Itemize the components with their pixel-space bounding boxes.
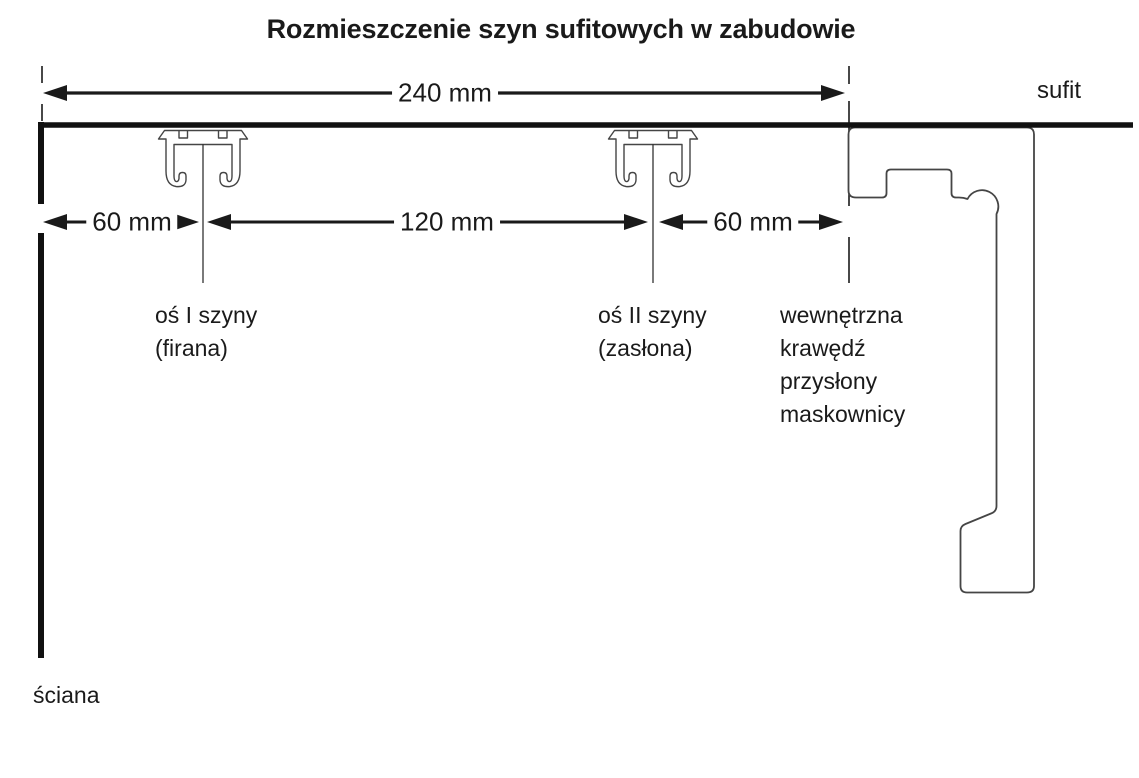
mask-edge-label-line4: maskownicy xyxy=(780,401,906,427)
rail-1-notch xyxy=(217,130,228,139)
rail-1-label-line1: oś I szyny xyxy=(155,302,258,328)
arrowhead-left xyxy=(43,85,67,101)
arrowhead-right xyxy=(624,214,648,230)
curtain-rail-2-profile xyxy=(607,129,699,188)
rail-2-notch xyxy=(628,130,639,139)
dimension-rail1-to-rail2-label: 120 mm xyxy=(394,206,500,238)
dimension-wall-to-rail1-label: 60 mm xyxy=(86,206,178,238)
mask-edge-label-line1: wewnętrzna xyxy=(780,302,903,328)
arrowhead-left xyxy=(43,214,67,230)
rail-2-label-line1: oś II szyny xyxy=(598,302,707,328)
dimension-total-label: 240 mm xyxy=(392,77,498,109)
ceiling-label: sufit xyxy=(1037,77,1082,104)
mask-edge-label-line3: przysłony xyxy=(780,368,878,394)
wall-label: ściana xyxy=(33,682,100,708)
arrowhead-left xyxy=(659,214,683,230)
rail-1-label-line2: (firana) xyxy=(155,335,228,361)
arrowhead-right xyxy=(175,214,199,230)
curtain-rail-1-profile xyxy=(157,129,249,188)
arrowhead-right xyxy=(819,214,843,230)
rail-2-label: oś II szyny (zasłona) xyxy=(598,299,707,365)
rail-2-notch xyxy=(667,130,678,139)
mask-edge-label-line2: krawędź xyxy=(780,335,866,361)
rail-1-label: oś I szyny (firana) xyxy=(155,299,257,365)
mask-edge-label: wewnętrzna krawędź przysłony maskownicy xyxy=(780,299,905,431)
diagram-title: Rozmieszczenie szyn sufitowych w zabudow… xyxy=(266,14,856,44)
arrowhead-left xyxy=(207,214,231,230)
dimension-row-arrowheads xyxy=(43,214,843,230)
arrowhead-right xyxy=(821,85,845,101)
rail-2-label-line2: (zasłona) xyxy=(598,335,693,361)
dimension-rail2-to-edge-label: 60 mm xyxy=(707,206,799,238)
rail-1-notch xyxy=(178,130,189,139)
pelmet-cover-profile xyxy=(847,126,1035,594)
